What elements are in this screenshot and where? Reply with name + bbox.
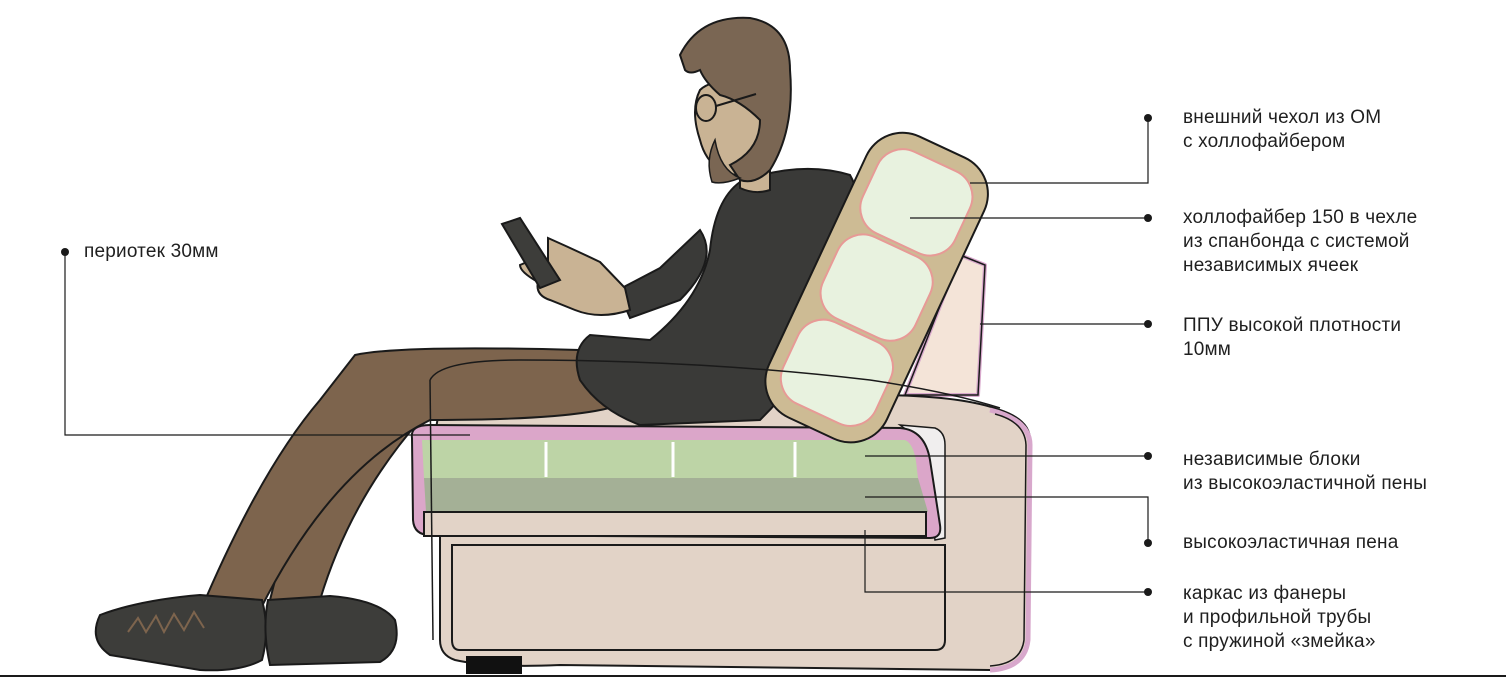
label-line: из спанбонда с системой xyxy=(1183,230,1417,254)
label-hollofiber: холлофайбер 150 в чехле из спанбонда с с… xyxy=(1183,206,1417,278)
frame-box xyxy=(452,545,945,650)
bullet-dot-icon xyxy=(61,248,69,256)
label-ppu: ППУ высокой плотности 10мм xyxy=(1183,314,1401,362)
bullet-dot-icon xyxy=(1144,452,1152,460)
label-line: каркас из фанеры xyxy=(1183,582,1376,606)
label-perioteк: периотек 30мм xyxy=(84,240,219,264)
label-line: холлофайбер 150 в чехле xyxy=(1183,206,1417,230)
label-line: из высокоэластичной пены xyxy=(1183,472,1427,496)
bullet-dot-icon xyxy=(1144,214,1152,222)
label-outer-cover: внешний чехол из ОМ с холлофайбером xyxy=(1183,106,1381,154)
seat-base-board xyxy=(424,512,926,536)
person-shoe-left xyxy=(96,595,266,670)
label-foam: высокоэластичная пена xyxy=(1183,531,1399,555)
label-line: внешний чехол из ОМ xyxy=(1183,106,1381,130)
label-line: независимые блоки xyxy=(1183,448,1427,472)
label-frame: каркас из фанеры и профильной трубы с пр… xyxy=(1183,582,1376,654)
label-line: высокоэластичная пена xyxy=(1183,531,1399,555)
bullet-dot-icon xyxy=(1144,320,1152,328)
seat-independent-blocks xyxy=(422,440,918,478)
label-line: с пружиной «змейка» xyxy=(1183,630,1376,654)
label-blocks: независимые блоки из высокоэластичной пе… xyxy=(1183,448,1427,496)
label-line: независимых ячеек xyxy=(1183,254,1417,278)
label-line: периотек 30мм xyxy=(84,240,219,264)
label-line: ППУ высокой плотности xyxy=(1183,314,1401,338)
label-line: с холлофайбером xyxy=(1183,130,1381,154)
sofa-leg xyxy=(466,656,522,674)
label-line: и профильной трубы xyxy=(1183,606,1376,630)
bullet-dot-icon xyxy=(1144,114,1152,122)
bullet-dot-icon xyxy=(1144,539,1152,547)
bullet-dot-icon xyxy=(1144,588,1152,596)
person-shoe-right xyxy=(265,596,396,665)
seat-elastic-foam xyxy=(424,478,928,512)
label-line: 10мм xyxy=(1183,338,1401,362)
